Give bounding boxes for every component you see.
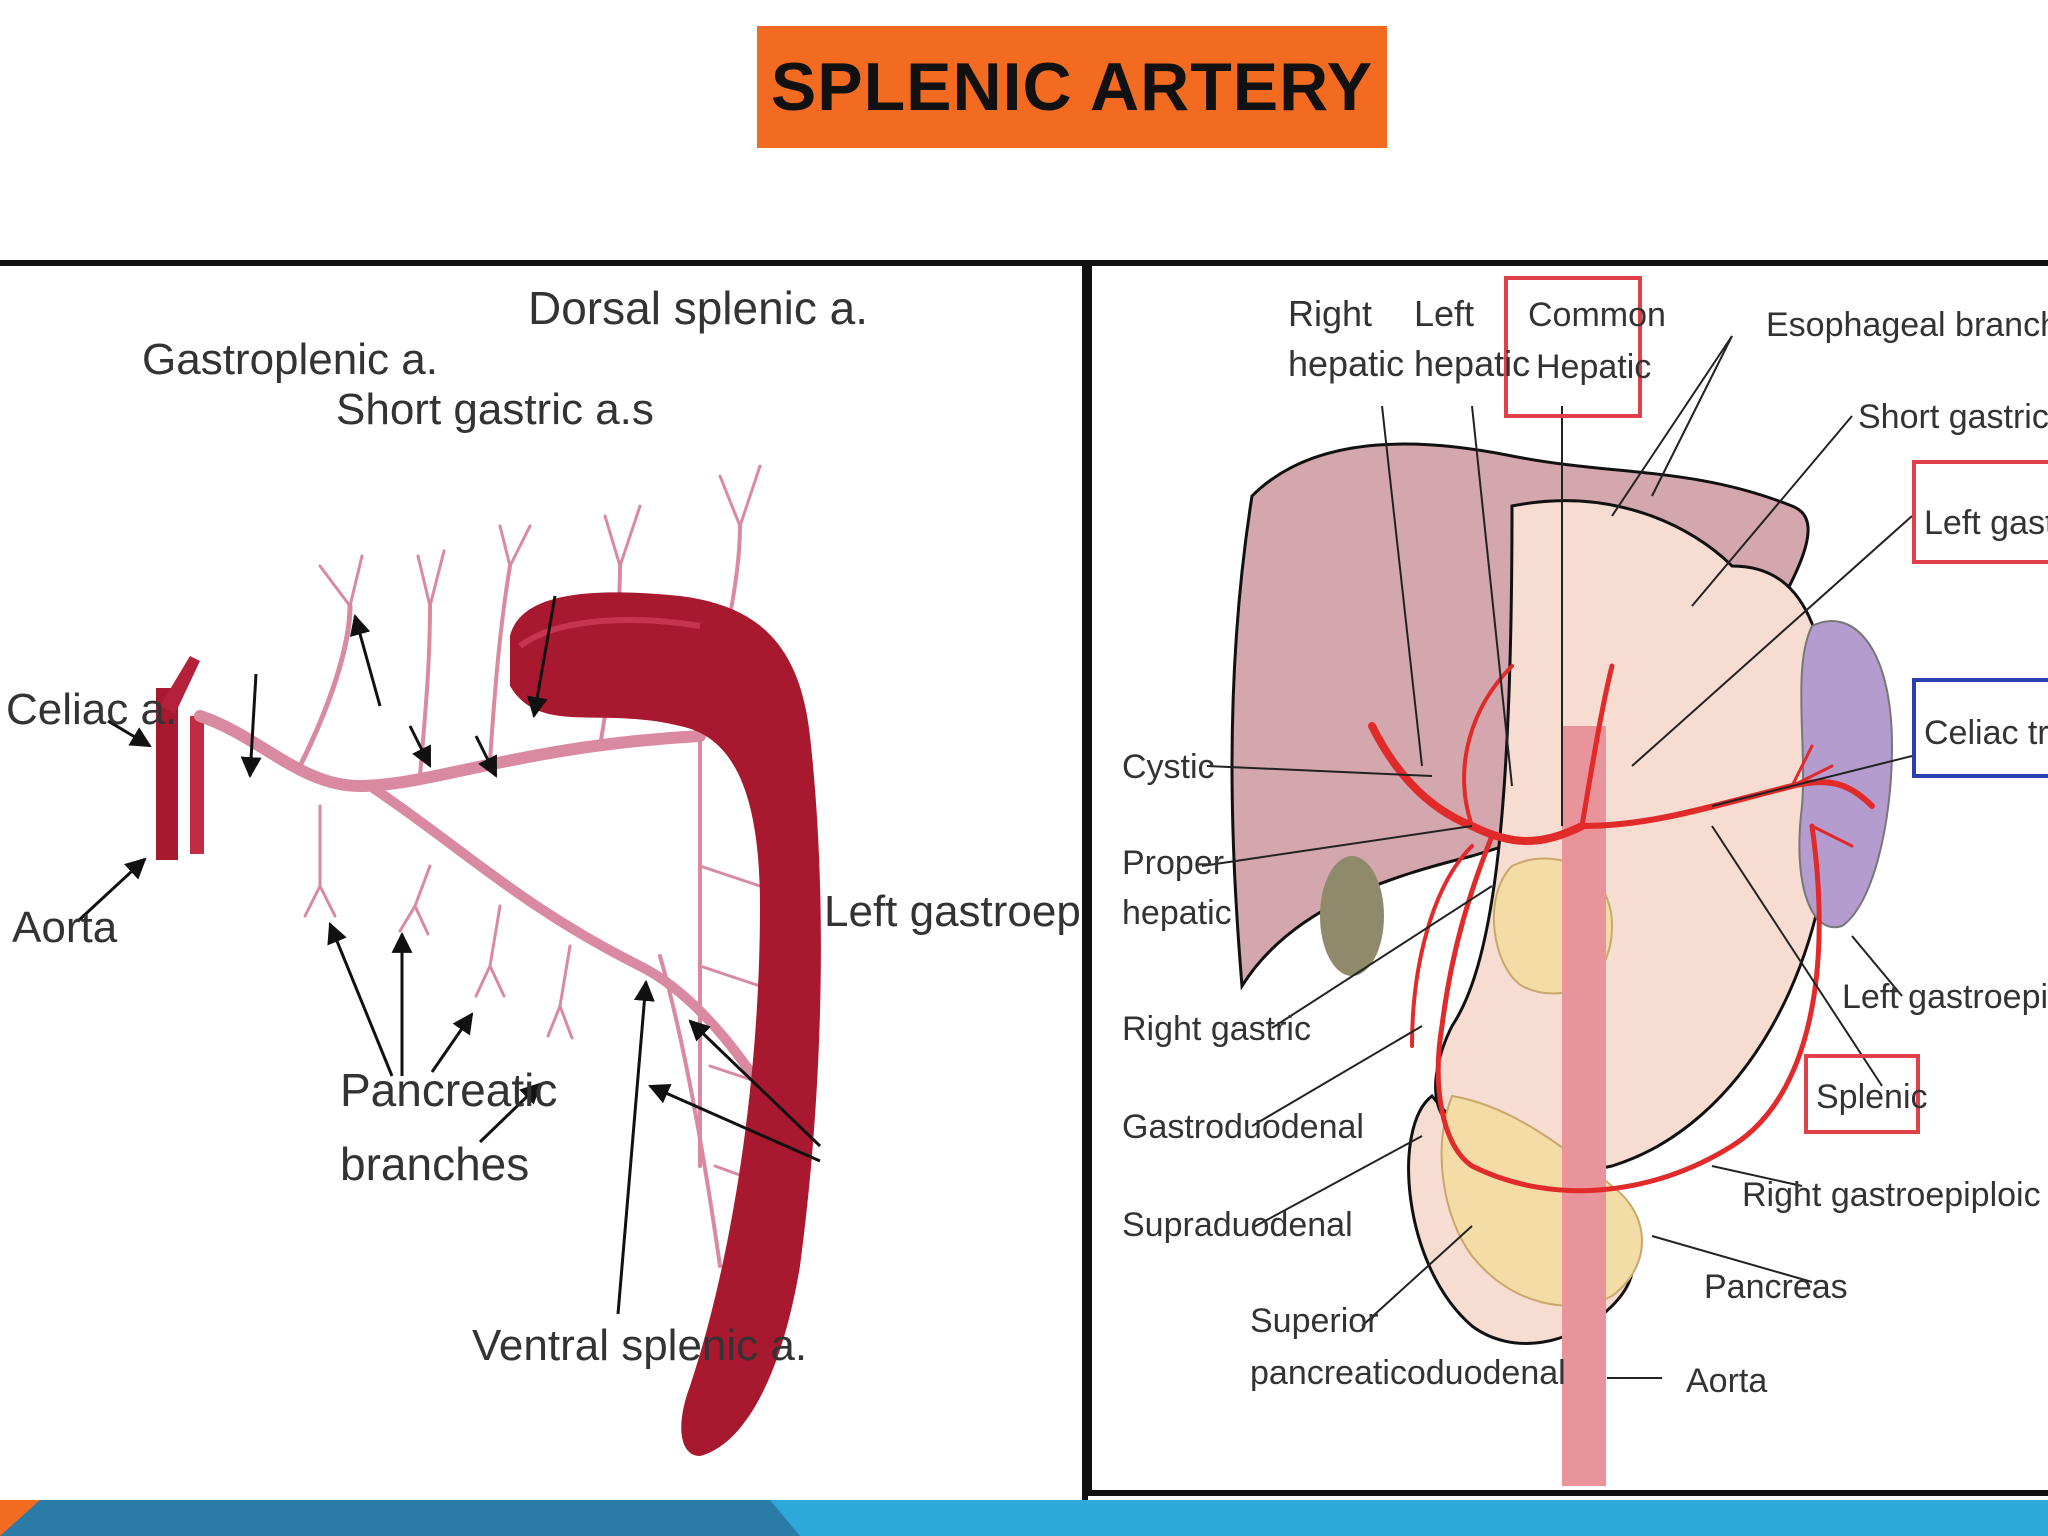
common-hepatic-highlight xyxy=(1504,276,1642,418)
label-short-gastric: Short gastric a.s xyxy=(336,385,654,434)
label-aorta-right: Aorta xyxy=(1686,1362,1767,1400)
label-left-hepatic-2: hepatic xyxy=(1414,343,1530,384)
label-celiac: Celiac a. xyxy=(6,685,177,734)
label-dorsal-splenic: Dorsal splenic a. xyxy=(528,282,868,334)
label-celiac-trunk: Celiac trunk xyxy=(1924,714,2048,752)
label-right-gastroepiploic: Right gastroepiploic xyxy=(1742,1176,2041,1214)
label-superior-pd-1: Superior xyxy=(1250,1302,1379,1340)
splenic-artery-tree xyxy=(194,464,772,1328)
aorta-shape xyxy=(156,656,204,860)
leader-lines xyxy=(1201,335,1913,1379)
label-ventral-splenic: Ventral splenic a. xyxy=(472,1321,807,1370)
splenic-branches-diagram: Dorsal splenic a. Gastroplenic a. Short … xyxy=(6,282,1082,1456)
label-right-hepatic-1: Right xyxy=(1288,293,1372,334)
label-left-gastroepiploic-right: Left gastroepiploic xyxy=(1842,978,2048,1016)
label-proper-hepatic-1: Proper xyxy=(1122,844,1224,882)
label-left-hepatic-1: Left xyxy=(1414,293,1474,334)
label-gastroduodenal: Gastroduodenal xyxy=(1122,1108,1364,1146)
left-diagram-panel: Dorsal splenic a. Gastroplenic a. Short … xyxy=(0,260,1088,1508)
label-cystic: Cystic xyxy=(1122,748,1215,786)
label-left-gastric: Left gastric xyxy=(1924,504,2048,542)
label-arrows xyxy=(76,595,822,1315)
label-splenic: Splenic xyxy=(1816,1078,1928,1116)
footer-band-accent xyxy=(0,1500,800,1536)
splenic-highlight xyxy=(1804,1054,1920,1134)
label-pancreatic-branches: branches xyxy=(340,1138,529,1190)
label-aorta: Aorta xyxy=(12,903,118,952)
label-proper-hepatic-2: hepatic xyxy=(1122,894,1232,932)
label-common-hepatic-1: Common xyxy=(1528,296,1666,334)
gallbladder-shape xyxy=(1320,856,1384,976)
page-title: SPLENIC ARTERY xyxy=(770,49,1374,125)
label-short-gastric-right: Short gastric xyxy=(1858,398,2048,436)
celiac-trunk-diagram: Right hepatic Left hepatic Common Hepati… xyxy=(1122,276,2048,1486)
label-esophageal: Esophageal branches xyxy=(1766,306,2048,344)
label-right-gastric: Right gastric xyxy=(1122,1010,1311,1048)
celiac-trunk-highlight xyxy=(1912,678,2048,778)
title-banner: SPLENIC ARTERY xyxy=(757,26,1387,148)
label-common-hepatic-2: Hepatic xyxy=(1536,348,1651,386)
spleen-shape xyxy=(510,592,821,1456)
left-gastric-highlight xyxy=(1912,460,2048,564)
spleen-shape-right xyxy=(1798,620,1894,929)
label-pancreatic: Pancreatic xyxy=(340,1064,557,1116)
label-pancreas: Pancreas xyxy=(1704,1268,1848,1306)
aorta-shape-right xyxy=(1562,726,1606,1486)
label-gastroplenic: Gastroplenic a. xyxy=(142,335,438,384)
label-right-hepatic-2: hepatic xyxy=(1288,343,1404,384)
label-left-gastroepiploic: Left gastroepiploic a. xyxy=(824,887,1082,936)
right-diagram-panel: Right hepatic Left hepatic Common Hepati… xyxy=(1086,260,2048,1496)
label-supraduodenal: Supraduodenal xyxy=(1122,1206,1353,1244)
label-superior-pd-2: pancreaticoduodenal xyxy=(1250,1354,1566,1392)
